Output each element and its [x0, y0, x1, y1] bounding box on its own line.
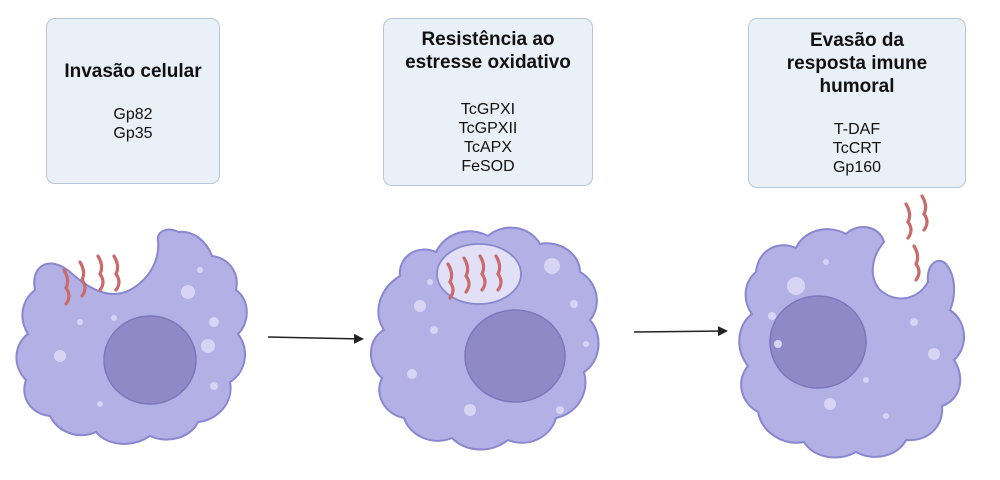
- cytoplasm-vesicles: [54, 267, 219, 407]
- nucleus: [103, 315, 197, 405]
- panel-title: Evasão da resposta imune humoral: [786, 30, 928, 97]
- panel-title: Invasão celular: [64, 60, 202, 82]
- nucleus: [769, 295, 867, 389]
- panel-items: Gp82 Gp35: [113, 105, 152, 143]
- arrow-right-icon: [267, 333, 364, 344]
- protein-label: Gp82: [113, 105, 153, 123]
- panel-cell-invasion: Invasão celular Gp82 Gp35: [46, 18, 220, 184]
- cytoplasm-vesicles: [407, 258, 589, 416]
- panel-title: Resistência ao estresse oxidativo: [405, 29, 571, 73]
- trypanosome-parasites: [62, 254, 121, 306]
- protein-label: Gp35: [113, 124, 153, 142]
- nucleus: [464, 309, 566, 403]
- arrow-right-icon: [633, 326, 728, 337]
- panel-items: T-DAF TcCRT Gp160: [833, 120, 882, 177]
- macrophage-cell-oxidative: [369, 226, 600, 451]
- protein-label: FeSOD: [461, 158, 515, 175]
- protein-label: TcAPX: [463, 139, 512, 156]
- macrophage-cell-invasion: [15, 228, 248, 445]
- panel-immune-evasion: Evasão da resposta imune humoral T-DAF T…: [748, 18, 966, 188]
- cytoplasm-vesicles: [768, 259, 940, 419]
- trypanosome-parasites: [904, 194, 929, 282]
- protein-label: TcGPXI: [460, 101, 516, 118]
- macrophage-cell-evasion: [738, 194, 966, 459]
- protein-label: T-DAF: [833, 121, 881, 138]
- protein-label: TcGPXII: [458, 120, 518, 137]
- panel-oxidative-stress: Resistência ao estresse oxidativo TcGPXI…: [383, 18, 593, 186]
- protein-label: TcCRT: [832, 140, 882, 157]
- protein-label: Gp160: [832, 159, 882, 176]
- trypanosome-parasites: [446, 254, 503, 300]
- panel-items: TcGPXI TcGPXII TcAPX FeSOD: [459, 100, 518, 176]
- vacuole: [436, 243, 522, 305]
